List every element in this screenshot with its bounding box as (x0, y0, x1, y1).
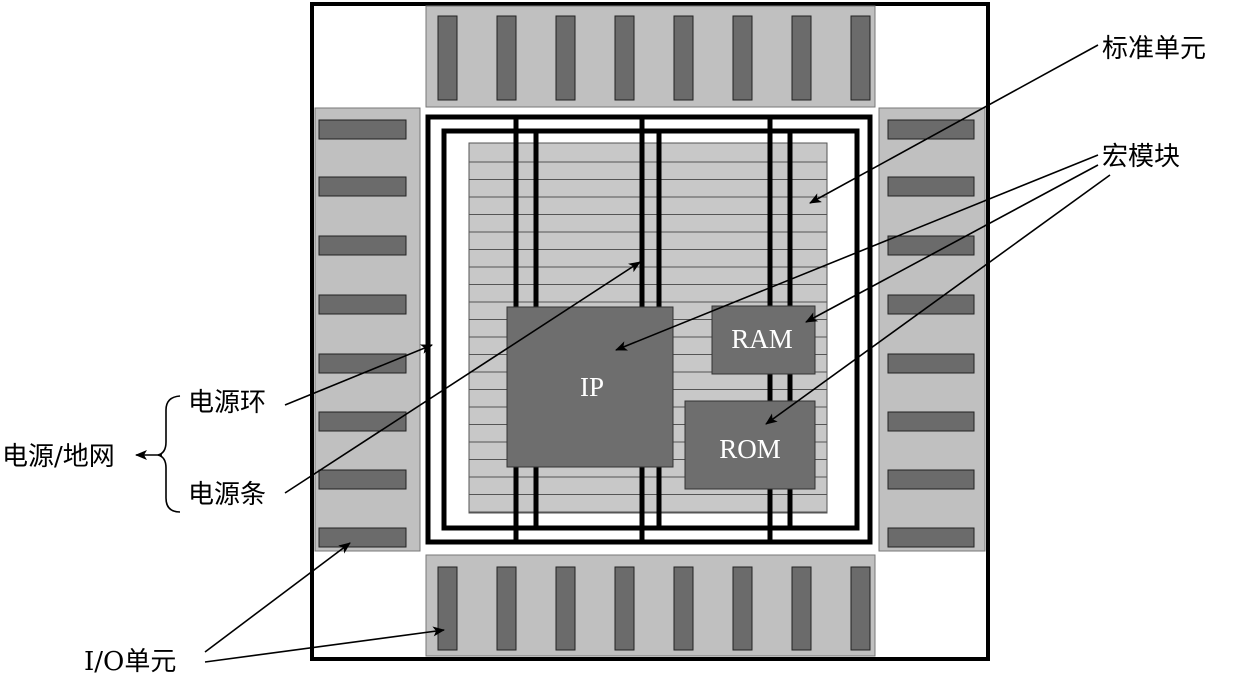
io-cell (496, 15, 517, 101)
standard-cell-arrow (809, 44, 1099, 204)
io-cell (318, 353, 407, 374)
io-cell (555, 566, 576, 651)
rom-label: ROM (719, 434, 781, 464)
io-cell (318, 235, 407, 256)
callout-arrows (135, 44, 1111, 663)
io-cells-left (318, 119, 407, 548)
io-cell (318, 469, 407, 490)
io-cell (614, 566, 635, 651)
io-cell (437, 566, 458, 651)
io-cell (887, 411, 975, 432)
io-cell (318, 294, 407, 315)
io-cell (318, 119, 407, 140)
power-strip-arrow (284, 261, 641, 494)
io-cell (318, 527, 407, 548)
macro-block-label: 宏模块 (1102, 142, 1180, 172)
io-cell (887, 176, 975, 197)
io-cell (673, 566, 694, 651)
io-cell-arrow-bottom (204, 626, 445, 663)
power-ring-outer (425, 114, 873, 545)
ram-macro-block (711, 305, 816, 375)
standard-cell-label: 标准单元 (1102, 34, 1206, 64)
macro-arrow-rom (765, 174, 1111, 425)
rom-macro-block (684, 400, 816, 490)
io-cell (732, 15, 753, 101)
io-cell (791, 566, 812, 651)
io-cell (887, 469, 975, 490)
io-cell (850, 566, 871, 651)
io-cell (496, 566, 517, 651)
power-ring-label: 电源环 (188, 388, 266, 418)
io-cell (850, 15, 871, 101)
io-cell-arrow-left (204, 542, 351, 653)
power-ring-arrow (284, 344, 433, 406)
io-cell (887, 353, 975, 374)
io-cells-top (437, 15, 871, 101)
grouping-brace (157, 395, 181, 513)
ip-label: IP (580, 372, 604, 402)
io-cell (318, 176, 407, 197)
io-cell (318, 411, 407, 432)
power-strip-label: 电源条 (188, 480, 266, 510)
io-cell (791, 15, 812, 101)
ip-macro-block (506, 306, 674, 468)
io-cell (614, 15, 635, 101)
macro-arrow-ip (615, 154, 1099, 351)
io-cell (732, 566, 753, 651)
power-ring-inner (441, 128, 860, 531)
io-cell (555, 15, 576, 101)
io-cell (437, 15, 458, 101)
io-cell (887, 527, 975, 548)
io-cell-label: I/O单元 (84, 647, 176, 675)
io-cell (673, 15, 694, 101)
macro-arrow-ram (805, 164, 1099, 323)
ram-label: RAM (731, 324, 793, 354)
power-ground-net-label: 电源/地网 (2, 442, 115, 472)
